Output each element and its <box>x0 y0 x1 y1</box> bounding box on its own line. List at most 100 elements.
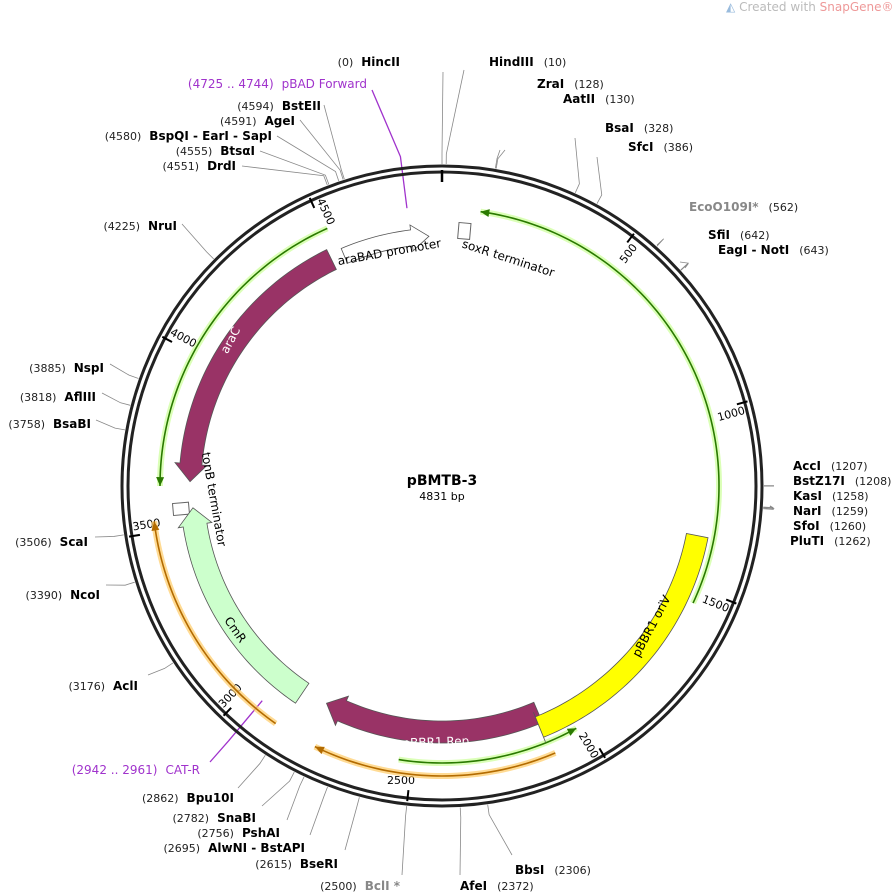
leader-line <box>596 156 603 204</box>
feature-pbbr1-orv[interactable] <box>533 533 709 743</box>
site-name: SfcI <box>628 140 653 154</box>
site-label-agei[interactable]: (4591) AgeI <box>220 114 295 128</box>
site-label-bsabi[interactable]: (3758)BsaBI <box>8 417 91 431</box>
site-label-bpu10i[interactable]: (2862)Bpu10I <box>142 791 234 805</box>
site-label-zrai[interactable]: ZraI(128) <box>537 77 604 91</box>
site-label-bbsi[interactable]: BbsI(2306) <box>515 863 591 877</box>
site-label-sfoi[interactable]: SfoI(1260) <box>793 519 866 533</box>
site-name: BspQI - EarI - SapI <box>149 129 272 143</box>
site-position: (4580) <box>105 130 142 143</box>
leader-line <box>147 662 174 676</box>
tick-mark <box>598 747 606 759</box>
leader-line <box>371 89 408 209</box>
site-position: (2500) <box>320 880 357 893</box>
site-label-snabi[interactable]: (2782)SnaBI <box>173 811 256 825</box>
site-position: (562) <box>769 201 799 214</box>
feature-tonb-terminator[interactable] <box>171 501 191 517</box>
site-label-sfci[interactable]: SfcI(386) <box>628 140 693 154</box>
site-label-aatii[interactable]: AatII(130) <box>563 92 635 106</box>
site-position: (4591) <box>220 115 257 128</box>
green-arc-bottom[interactable] <box>398 727 577 764</box>
leader-line <box>680 263 689 271</box>
site-name: AatII <box>563 92 595 106</box>
site-label-eagi-noti[interactable]: EagI - NotI(643) <box>718 243 829 257</box>
site-label-scai[interactable]: (3506)ScaI <box>15 535 88 549</box>
primer-arc-bottom[interactable] <box>314 745 556 777</box>
site-name: AfeI <box>460 879 487 893</box>
green-arc-top-arrowhead-icon <box>480 209 490 217</box>
site-name: PluTI <box>790 534 824 548</box>
site-name: HindIII <box>489 55 534 69</box>
site-label-hincii[interactable]: (0)HincII <box>338 55 400 69</box>
site-name: BsaI <box>605 121 634 135</box>
site-label-kasi[interactable]: KasI(1258) <box>793 489 869 503</box>
site-label-sfii[interactable]: SfiI(642) <box>708 228 770 242</box>
feature-soxr-terminator[interactable] <box>457 221 472 241</box>
site-label-bsai[interactable]: BsaI(328) <box>605 121 673 135</box>
leader-line <box>656 238 664 247</box>
tick-label: 500 <box>617 241 640 266</box>
primer-arc-left[interactable] <box>153 521 277 725</box>
site-label-ncoi[interactable]: (3390)NcoI <box>26 588 100 602</box>
site-position: (3506) <box>15 536 52 549</box>
site-label-nari[interactable]: NarI(1259) <box>793 504 868 518</box>
site-label-bts-i[interactable]: (4555)BtsαI <box>176 144 255 158</box>
site-position: (3885) <box>29 362 66 375</box>
site-label-bspqi-eari-sapi[interactable]: (4580) BspQI - EarI - SapI <box>105 129 272 143</box>
site-label-pshai[interactable]: (2756)PshAI <box>197 826 280 840</box>
backbone-outer <box>120 164 764 808</box>
tick-label: 1500 <box>700 593 731 615</box>
feature-label: soxR terminator <box>460 237 556 280</box>
green-arc-top[interactable] <box>480 210 720 604</box>
green-arc-left[interactable] <box>159 227 328 487</box>
site-label-afliii[interactable]: (3818)AflIII <box>20 390 96 404</box>
leader-line <box>459 807 462 876</box>
leader-line <box>574 137 580 194</box>
leader-line <box>441 71 444 164</box>
leader-line <box>94 534 124 538</box>
tick-mark <box>626 233 635 244</box>
site-label-nrui[interactable]: (4225)NruI <box>103 219 177 233</box>
site-name: AgeI <box>265 114 295 128</box>
tick-label: 2000 <box>576 730 602 761</box>
site-label-alwni-bstapi[interactable]: (2695)AlwNI - BstAPI <box>164 841 305 855</box>
feature-cmr[interactable] <box>177 507 310 704</box>
site-label-acli[interactable]: (3176)AclI <box>68 679 138 693</box>
site-name: AflIII <box>64 390 96 404</box>
tick-mark <box>222 707 232 717</box>
site-label-pluti[interactable]: PluTI(1262) <box>790 534 871 548</box>
enzyme-leader-lines <box>94 69 775 876</box>
plasmid-name: pBMTB-3 <box>407 473 477 489</box>
site-name: KasI <box>793 489 822 503</box>
green-arc-left-arrowhead-icon <box>156 477 165 486</box>
site-label-bsteii[interactable]: (4594)BstEII <box>237 99 321 113</box>
site-name: PshAI <box>242 826 280 840</box>
site-position: (10) <box>544 56 567 69</box>
site-label-ecoo109i-[interactable]: EcoO109I*(562) <box>689 200 798 214</box>
site-name: SnaBI <box>217 811 256 825</box>
site-label-afei[interactable]: AfeI(2372) <box>460 879 534 893</box>
site-position: (2615) <box>255 858 292 871</box>
site-label-hindiii[interactable]: HindIII (10) <box>489 55 566 69</box>
tick-mark <box>725 598 737 605</box>
site-label-bcli-[interactable]: (2500)BclI * <box>320 879 401 893</box>
site-label-pbad-forward[interactable]: (4725 .. 4744)pBAD Forward <box>188 77 367 91</box>
site-name: AclI <box>113 679 138 693</box>
site-label-drdi[interactable]: (4551)DrdI <box>162 159 236 173</box>
site-name: BsaBI <box>53 417 91 431</box>
green-arc-bottom-arrowhead-icon <box>566 728 577 736</box>
site-label-nspi[interactable]: (3885)NspI <box>29 361 104 375</box>
tick-mark <box>736 400 748 406</box>
site-label-acci[interactable]: AccI(1207) <box>793 459 868 473</box>
leader-line <box>309 786 328 836</box>
feature-arac[interactable] <box>174 249 337 483</box>
site-label-bseri[interactable]: (2615)BseRI <box>255 857 338 871</box>
feature-pbbr1-rep[interactable] <box>325 695 543 744</box>
plasmid-size: 4831 bp <box>419 490 464 503</box>
site-name: NruI <box>148 219 177 233</box>
site-label-bstz17i[interactable]: BstZ17I(1208) <box>793 474 891 488</box>
leader-line <box>109 363 139 379</box>
feature-arabad-promoter[interactable] <box>340 224 430 264</box>
tick-label: 2500 <box>387 774 415 787</box>
site-label-cat-r[interactable]: (2942 .. 2961)CAT-R <box>72 763 200 777</box>
